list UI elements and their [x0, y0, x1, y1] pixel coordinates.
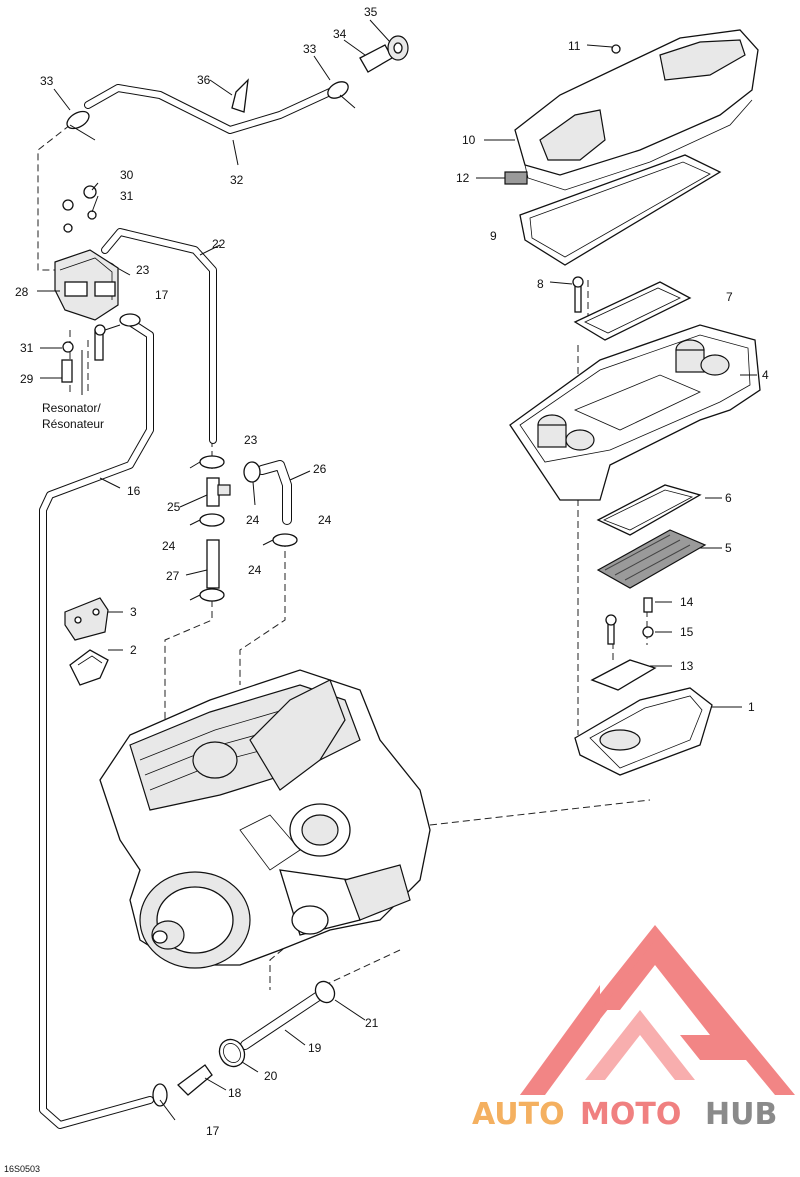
callout-23a: 23	[136, 263, 150, 277]
leader-lines	[37, 19, 757, 1091]
callout-24d: 24	[248, 563, 262, 577]
callout-4: 4	[762, 368, 769, 382]
watermark-hub: HUB	[705, 1097, 777, 1132]
resonator-assembly	[54, 185, 119, 383]
callout-20: 20	[264, 1069, 278, 1083]
callout-13: 13	[680, 659, 694, 673]
callout-5: 5	[725, 541, 732, 555]
callout-15: 15	[680, 625, 694, 639]
callout-19: 19	[308, 1041, 322, 1055]
callout-35: 35	[364, 5, 378, 19]
callout-24b: 24	[162, 539, 176, 553]
callout-12: 12	[456, 171, 470, 185]
callout-10: 10	[462, 133, 476, 147]
callout-29: 29	[20, 372, 34, 386]
diagram-code: 16S0503	[4, 1164, 40, 1174]
callout-6: 6	[725, 491, 732, 505]
callout-28: 28	[15, 285, 29, 299]
callout-34: 34	[333, 27, 347, 41]
airbox-cover	[504, 29, 759, 266]
callout-16: 16	[127, 484, 141, 498]
callout-14: 14	[680, 595, 694, 609]
callout-9: 9	[490, 229, 497, 243]
resonator-label-fr: Résonateur	[42, 417, 104, 431]
hose-16	[39, 318, 154, 1129]
brackets	[64, 597, 109, 686]
callout-30: 30	[120, 168, 134, 182]
callout-7: 7	[726, 290, 733, 304]
callout-18: 18	[228, 1086, 242, 1100]
hose-32	[84, 84, 334, 134]
callout-25: 25	[167, 500, 181, 514]
callout-21: 21	[365, 1016, 379, 1030]
air-filter	[596, 484, 707, 589]
resonator-label-en: Resonator/	[42, 401, 101, 415]
callout-23b: 23	[244, 433, 258, 447]
callout-2: 2	[130, 643, 137, 657]
callout-27: 27	[166, 569, 180, 583]
callout-17b: 17	[206, 1124, 220, 1138]
hose-26	[257, 460, 292, 525]
callout-24c: 24	[318, 513, 332, 527]
callout-11: 11	[568, 39, 581, 53]
airbox-base	[509, 276, 761, 501]
callout-33a: 33	[40, 74, 54, 88]
hose-22	[101, 228, 217, 444]
callout-8: 8	[537, 277, 544, 291]
watermark-brand-text: AUTO MOTO HUB	[472, 1097, 777, 1132]
callout-26: 26	[313, 462, 327, 476]
callout-3: 3	[130, 605, 137, 619]
watermark-auto: AUTO	[472, 1097, 565, 1132]
callout-24a: 24	[246, 513, 260, 527]
callout-1: 1	[748, 700, 755, 714]
engine-block	[99, 669, 431, 969]
callout-31b: 31	[20, 341, 34, 355]
watermark-moto: MOTO	[580, 1097, 681, 1132]
fittings	[177, 35, 409, 1096]
watermark-logo	[520, 925, 795, 1095]
callout-31a: 31	[120, 189, 134, 203]
callout-33b: 33	[303, 42, 317, 56]
callout-36: 36	[197, 73, 211, 87]
callouts: 35 34 33 33 36 32 30 31 22 23 17 28 31 2…	[15, 5, 769, 1138]
callout-17a: 17	[155, 288, 169, 302]
hose-19	[240, 990, 325, 1050]
callout-32: 32	[230, 173, 244, 187]
callout-22: 22	[212, 237, 226, 251]
airbox-lower-base	[574, 597, 713, 776]
hose-27	[206, 539, 220, 589]
